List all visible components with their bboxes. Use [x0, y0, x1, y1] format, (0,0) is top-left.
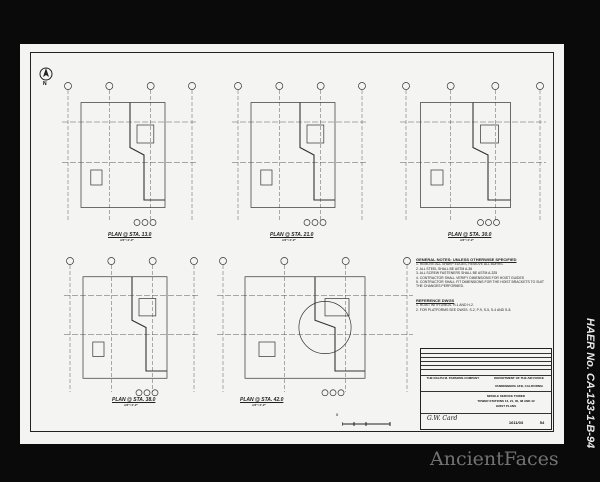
sheet-number: 54	[539, 420, 545, 425]
plan-drawing	[62, 255, 202, 400]
reference-item: 2. FOR PLATFORMS SEE DWGS. S-2, P-9, S-5…	[416, 307, 512, 312]
general-notes: GENERAL NOTES: UNLESS OTHERWISE SPECIFIE…	[416, 257, 546, 312]
note-item: 5. CONTRACTOR SHALL FIT DIMENSIONS FOR T…	[416, 280, 544, 289]
note-item: 1. REMOVE ALL SHARP EDGES, REMOVE ALL BU…	[416, 262, 504, 267]
plan-label: PLAN @ STA. 38.0	[112, 397, 156, 403]
scale-bar: 0	[336, 412, 392, 432]
note-item: 3. ALL SCREW FASTENERS SHALL BE ASTM A-3…	[416, 271, 498, 276]
haer-caption: HAER No. CA-133-1-B-94	[584, 318, 596, 449]
plan-label: PLAN @ STA. 42.0	[240, 397, 284, 403]
signature: G.W. Card	[427, 415, 458, 422]
plan-drawing	[230, 80, 370, 230]
plan-label: PLAN @ STA. 30.0	[448, 232, 492, 238]
reference-dwgs-heading: REFERENCE DWGS	[416, 297, 455, 303]
plan-scale: 1/4"=1'-0"	[460, 238, 474, 242]
location: VANDENBERG AFB, CALIFORNIA	[494, 384, 544, 388]
note-item: 4. CONTRACTOR SHALL VERIFY DIMENSIONS FO…	[416, 275, 525, 280]
drawing-number: 1611/03	[508, 420, 524, 425]
plan-scale: 1/4"=1'-0"	[252, 403, 266, 407]
note-item: 2. ALL STEEL SHALL BE ASTM A-36	[416, 266, 473, 271]
project-subtitle: TOWER STATIONS 13, 21, 30, 38 AND 42	[477, 399, 535, 403]
plan-drawing	[215, 255, 415, 400]
plan-scale: 1/4"=1'-0"	[120, 238, 134, 242]
plan-drawing	[398, 80, 548, 230]
north-label: N	[43, 81, 47, 87]
project-title: MISSILE SERVICE TOWER	[487, 394, 525, 398]
plan-scale: 1/4"=1'-0"	[282, 238, 296, 242]
company-name: THE RALPH M. PARSONS COMPANY	[426, 376, 480, 380]
plan-drawing	[60, 80, 200, 230]
sheet-title: HOIST PLANS	[495, 404, 517, 408]
north-arrow: N	[38, 66, 54, 95]
title-block: THE RALPH M. PARSONS COMPANY DEPARTMENT …	[420, 348, 552, 430]
reference-item: 1. HOIST WITH DWGS. H-1 AND H-2.	[416, 303, 474, 308]
plan-label: PLAN @ STA. 13.0	[108, 232, 152, 238]
scale-bar-label: 0	[336, 412, 339, 417]
drawing-border	[30, 52, 554, 432]
watermark: AncientFaces	[430, 448, 559, 470]
general-notes-heading: GENERAL NOTES: UNLESS OTHERWISE SPECIFIE…	[416, 257, 517, 262]
plan-label: PLAN @ STA. 21.0	[270, 232, 314, 238]
department-name: DEPARTMENT OF THE AIR FORCE	[494, 376, 544, 380]
plan-scale: 1/4"=1'-0"	[124, 403, 138, 407]
